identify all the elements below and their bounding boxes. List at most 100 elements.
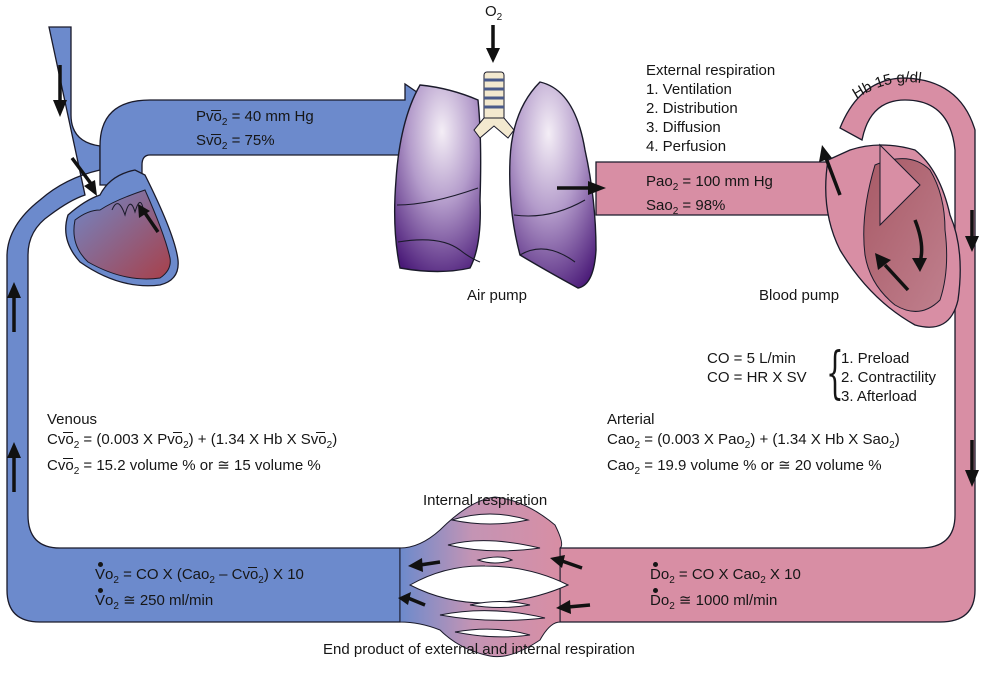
do2-sub: 2 <box>669 575 675 586</box>
do2-symbol: D <box>650 588 661 609</box>
sao2-sub: 2 <box>672 206 679 217</box>
lungs <box>393 71 597 289</box>
co-determinant: 1. Preload <box>841 350 910 367</box>
pulmonary-artery-values: Pvo2 = 40 mm Hg Svo2 = 75% <box>196 108 314 156</box>
arrow-down-o2 <box>486 25 500 63</box>
external-respiration-item: 1. Ventilation <box>646 81 732 98</box>
arrow-up-aortic <box>875 253 910 292</box>
venous-formula: Cvo2 = (0.003 X Pvo2) + (1.34 X Hb X Svo… <box>47 430 337 456</box>
formula-part: = CO X Cao <box>674 566 761 583</box>
venous-title: Venous <box>47 411 98 428</box>
pvo2-var: vo <box>167 431 184 448</box>
sao2-prefix: Sao <box>646 197 673 214</box>
vo2-box: Vo2 = CO X (Cao2 – Cvo2) X 10 Vo2 ≅ 250 … <box>95 562 304 617</box>
formula-part: = CO X (Cao <box>118 566 210 583</box>
air-pump-label: Air pump <box>467 287 528 304</box>
arterial-result: Cao2 = 19.9 volume % or ≅ 20 volume % <box>607 456 900 482</box>
formula-part: ) <box>894 431 900 448</box>
cvo2-prefix: C <box>47 457 58 474</box>
capillary-bed <box>399 496 570 658</box>
arrow-up-right-ventricle <box>138 204 160 233</box>
external-respiration: External respiration 1. Ventilation 2. D… <box>646 61 775 156</box>
cvo2-sub: 2 <box>258 575 264 586</box>
formula-part: X 10 <box>765 566 801 583</box>
do2-var: o <box>660 592 670 609</box>
svo2-value: = 75% <box>227 132 275 149</box>
cao2-sub: 2 <box>209 575 215 586</box>
vo2-formula: Vo2 = CO X (Cao2 – Cvo2) X 10 <box>95 562 304 591</box>
cvo2-sub: 2 <box>73 440 80 451</box>
pao2-sub: 2 <box>744 440 751 451</box>
sao2-sub: 2 <box>889 440 895 451</box>
pvo2-sub: 2 <box>183 440 189 451</box>
vo2-sub: 2 <box>113 601 119 612</box>
co-value: CO = 5 L/min <box>707 350 796 367</box>
vo2-value: ≅ 250 ml/min <box>118 592 214 609</box>
formula-part: ) + (1.34 X Hb X Sao <box>750 431 890 448</box>
pvo2-prefix: P <box>196 108 207 125</box>
brace-icon: { <box>826 341 844 406</box>
formula-part: – C <box>214 566 243 583</box>
co-determinant: 2. Contractility <box>841 369 937 386</box>
vo2-symbol: V <box>95 588 106 609</box>
arrow-capillary-in-top <box>550 555 583 570</box>
external-respiration-item: 4. Perfusion <box>646 138 727 155</box>
cvo2-var: vo <box>57 457 74 474</box>
arterial-title: Arterial <box>607 411 655 428</box>
co-determinant: 3. Afterload <box>841 388 917 405</box>
do2-symbol: D <box>650 562 661 583</box>
formula-part: ) X 10 <box>263 566 304 583</box>
formula-part: ) + (1.34 X Hb X S <box>188 431 311 448</box>
venous-result-value: = 15.2 volume % or ≅ 15 volume % <box>79 457 321 474</box>
do2-result: Do2 ≅ 1000 ml/min <box>650 588 801 617</box>
arrow-up-left-2 <box>7 442 21 492</box>
svo2-prefix: S <box>196 132 207 149</box>
vo2-symbol: V <box>95 562 106 583</box>
arrow-up-left-1 <box>7 282 21 332</box>
arrow-down-right-1 <box>965 210 979 252</box>
trachea <box>473 71 515 139</box>
pulmonary-vein-values: Pao2 = 100 mm Hg Sao2 = 98% <box>646 173 773 221</box>
blood-pump-label: Blood pump <box>759 287 840 304</box>
arrow-capillary-in-bottom <box>556 600 591 614</box>
pvo2-value: = 40 mm Hg <box>227 108 314 125</box>
cao2-sub: 2 <box>760 575 766 586</box>
svo2-var: vo <box>310 431 327 448</box>
arrow-down-left-ventricle <box>912 219 927 272</box>
vo2-var: o <box>105 592 114 609</box>
left-heart <box>825 143 961 328</box>
arrow-down-vena-cava <box>53 65 67 117</box>
vo2-sub: 2 <box>113 575 119 586</box>
arterial-content: Arterial Cao2 = (0.003 X Pao2) + (1.34 X… <box>607 410 900 482</box>
pvo2-var: vo <box>206 108 222 125</box>
pvo2-sub: 2 <box>221 117 228 128</box>
cvo2-prefix: C <box>47 431 58 448</box>
cao2-sub: 2 <box>634 466 641 477</box>
o2-subscript: 2 <box>496 12 503 23</box>
pao2-sub: 2 <box>672 182 679 193</box>
co-determinants: 1. Preload 2. Contractility 3. Afterload <box>841 349 936 406</box>
o2-text: O <box>485 3 497 20</box>
do2-formula: Do2 = CO X Cao2 X 10 <box>650 562 801 591</box>
pao2-value: = 100 mm Hg <box>678 173 773 190</box>
arrow-into-right-atrium <box>70 156 97 196</box>
vo2-var: o <box>105 566 114 583</box>
svo2-line: Svo2 = 75% <box>196 132 314 156</box>
cvo2-var: vo <box>242 566 259 583</box>
cao2-sub: 2 <box>634 440 641 451</box>
footer-label: End product of external and internal res… <box>323 641 635 658</box>
external-respiration-item: 3. Diffusion <box>646 119 721 136</box>
cardiac-output: CO = 5 L/min CO = HR X SV <box>707 349 807 387</box>
pvo2-line: Pvo2 = 40 mm Hg <box>196 108 314 132</box>
do2-var: o <box>660 566 670 583</box>
arterial-result-value: = 19.9 volume % or ≅ 20 volume % <box>640 457 882 474</box>
do2-value: ≅ 1000 ml/min <box>674 592 778 609</box>
svo2-sub: 2 <box>326 440 333 451</box>
arterial-formula: Cao2 = (0.003 X Pao2) + (1.34 X Hb X Sao… <box>607 430 900 456</box>
flow-arrows <box>7 25 979 614</box>
external-respiration-title: External respiration <box>646 62 776 79</box>
arrow-down-right-2 <box>965 440 979 487</box>
sao2-line: Sao2 = 98% <box>646 197 773 221</box>
co-formula: CO = HR X SV <box>707 369 807 386</box>
cao2-prefix: Cao <box>607 457 635 474</box>
